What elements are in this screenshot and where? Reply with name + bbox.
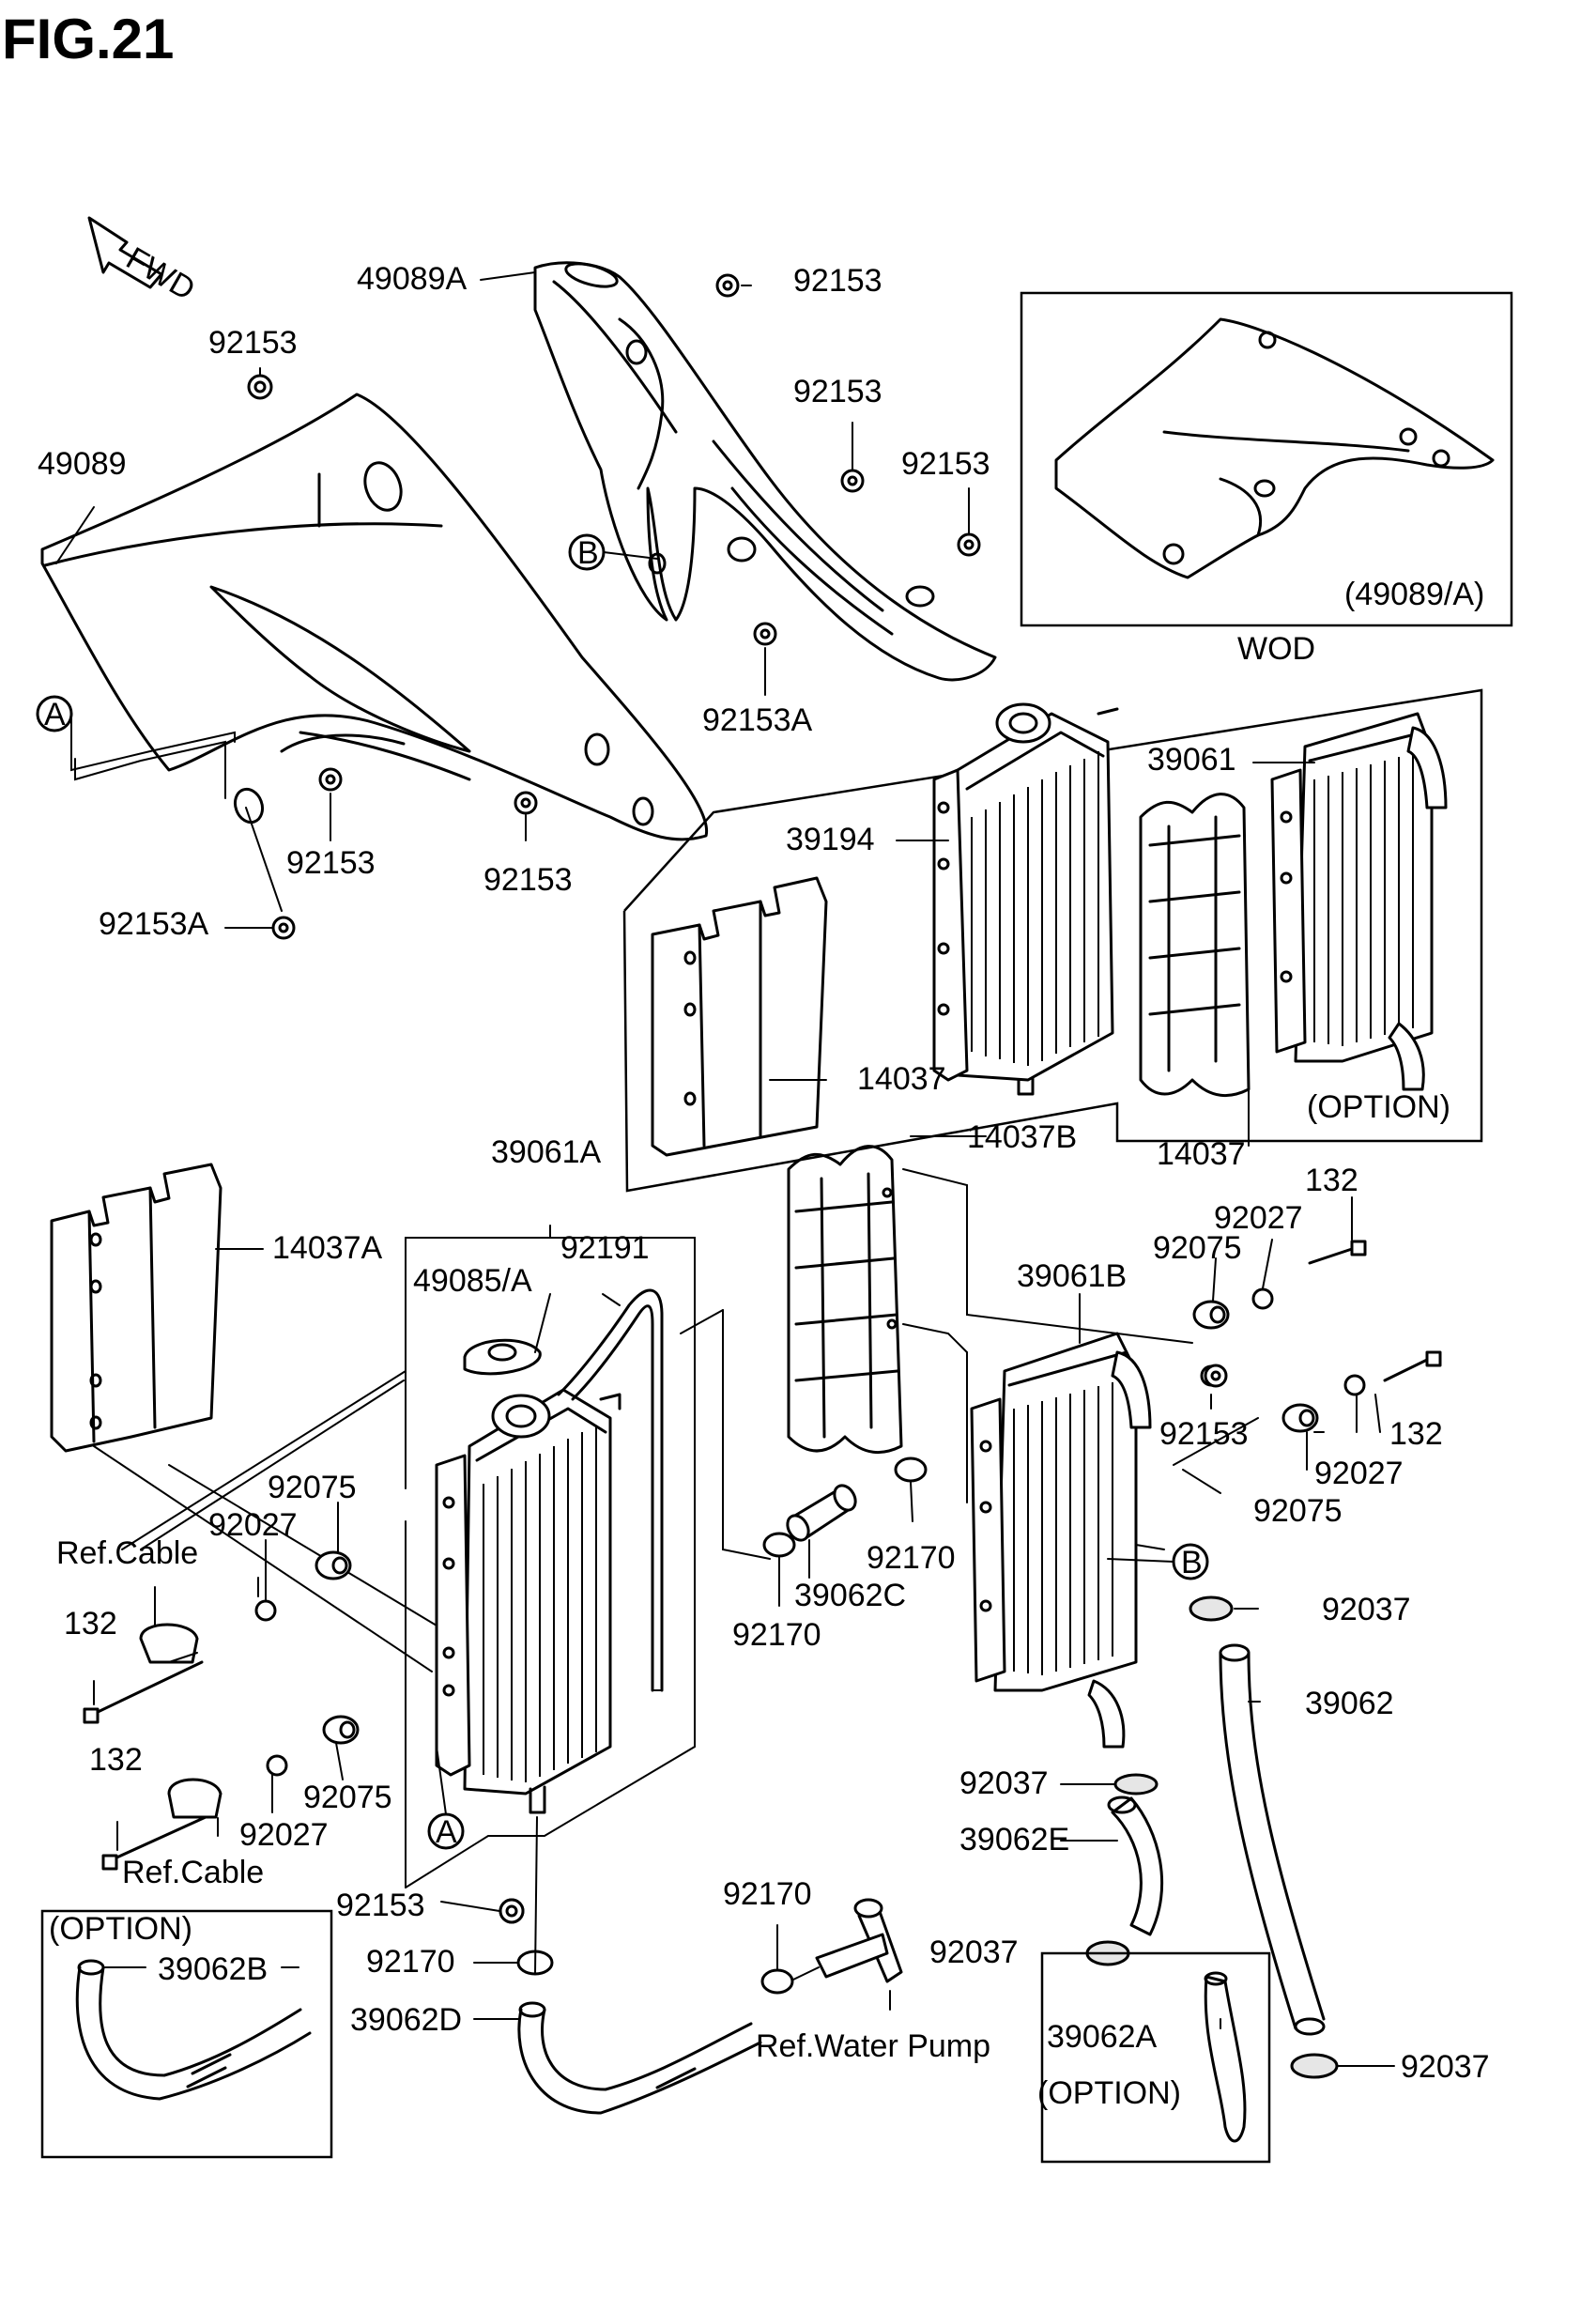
label-39061b: 39061B (1017, 1258, 1127, 1294)
option-box-39062a (1040, 1951, 1271, 2164)
callout-b-top-letter: B (577, 535, 599, 571)
radiator-39061 (1270, 712, 1448, 1091)
label-92153-r1: 92153 (1159, 1416, 1249, 1452)
label-39062c: 39062C (794, 1578, 906, 1613)
label-92027-c: 92027 (1314, 1456, 1404, 1491)
radiator-guard-14037b (787, 1145, 903, 1455)
label-39062d: 39062D (350, 2002, 462, 2038)
callout-a-top-letter: A (44, 697, 66, 732)
label-92170-a: 92170 (867, 1540, 956, 1576)
label-49085a: 49085/A (413, 1263, 532, 1299)
callout-a-bottom: A (427, 1812, 465, 1850)
label-39061: 39061 (1147, 742, 1236, 778)
callout-b-right-letter: B (1181, 1545, 1203, 1580)
radiator-guard-14037-right (1139, 793, 1251, 1098)
box-39061a-lines (93, 1225, 696, 1888)
label-39062e: 39062E (959, 1822, 1069, 1857)
label-14037b: 14037B (967, 1119, 1077, 1155)
cable-clamp-icon (139, 1623, 223, 1819)
overflow-hose-92191 (557, 1288, 664, 1692)
label-92170-d: 92170 (366, 1944, 455, 1980)
label-refwaterpump: Ref.Water Pump (756, 2028, 990, 2064)
label-92153-t1: 92153 (793, 263, 882, 299)
radiator-guard-14037a (50, 1163, 223, 1453)
label-14037-b: 14037 (1157, 1136, 1246, 1172)
shroud-49089a (533, 261, 997, 682)
water-pump-fitting (815, 1898, 903, 1983)
label-49089: 49089 (38, 446, 127, 482)
box-39061b-lines (680, 1168, 1259, 1560)
label-92153-t3: 92153 (793, 374, 882, 409)
label-92153-m2: 92153 (483, 862, 573, 898)
bolt-132-icon (83, 1240, 1442, 1871)
label-92153-t2: 92153 (208, 325, 298, 361)
label-92153a-1: 92153A (99, 906, 209, 942)
part-labels: 49089A 92153 92153 92153 92153 49089 921… (38, 261, 1490, 2111)
hose-39062 (1219, 1643, 1326, 2036)
wod-box-ref: (49089/A) (1344, 577, 1484, 612)
label-refcable-1: Ref.Cable (56, 1535, 198, 1571)
label-39062: 39062 (1305, 1686, 1394, 1721)
wod-inset: (49089/A) (1020, 291, 1513, 627)
label-option-3: (OPTION) (1037, 2075, 1181, 2111)
figure-title: FIG.21 (2, 8, 174, 70)
hose-39062d (517, 2001, 762, 2115)
leader-lines-top (55, 271, 970, 929)
label-132-b: 132 (64, 1606, 117, 1642)
label-option-2: (OPTION) (49, 1911, 192, 1947)
bolt-icon-bottom (499, 1364, 1228, 1924)
label-92170-c: 92170 (723, 1876, 812, 1912)
label-92170-b: 92170 (732, 1617, 821, 1653)
label-14037-a: 14037 (857, 1061, 946, 1097)
option-radiator-box (622, 688, 1483, 1193)
leader-lines (93, 762, 1395, 2067)
label-92027-b: 92027 (208, 1507, 298, 1543)
label-92075-c: 92075 (1253, 1493, 1343, 1529)
radiator-39194 (932, 702, 1119, 1096)
label-92037-c: 92037 (929, 1934, 1019, 1970)
label-92075-a: 92075 (1153, 1230, 1242, 1266)
label-92153-t4: 92153 (901, 446, 990, 482)
shroud-49089 (40, 393, 709, 841)
callout-b-right: B (1172, 1543, 1209, 1580)
radiator-guard-14037-left (651, 876, 828, 1157)
radiator-39061b (970, 1332, 1152, 1749)
fwd-arrow-icon: FWD (87, 216, 201, 308)
callout-leaders (70, 551, 1174, 1815)
fwd-label: FWD (120, 240, 201, 308)
label-92153-b1: 92153 (336, 1888, 425, 1923)
label-92153-m1: 92153 (286, 845, 376, 881)
callout-a-top: A (36, 695, 73, 732)
label-132-a: 132 (1305, 1163, 1358, 1198)
label-option-1: (OPTION) (1307, 1089, 1450, 1125)
label-92027-d: 92027 (239, 1817, 329, 1853)
hose-39062e (1107, 1796, 1164, 1936)
wod-label: WOD (1237, 631, 1315, 667)
label-92037-a: 92037 (1322, 1592, 1411, 1627)
callout-b-top: B (568, 533, 606, 571)
label-92037-b: 92037 (959, 1765, 1049, 1801)
label-92075-b: 92075 (268, 1470, 357, 1505)
callout-a-bottom-letter: A (436, 1814, 457, 1850)
label-refcable-2: Ref.Cable (122, 1855, 264, 1890)
label-132-d: 132 (89, 1742, 143, 1778)
option-box-39062b (40, 1909, 333, 2159)
bolt-icon (247, 273, 981, 940)
label-14037a: 14037A (272, 1230, 383, 1266)
label-92027-a: 92027 (1214, 1200, 1303, 1236)
label-92153a-2: 92153A (702, 702, 813, 738)
label-39061a: 39061A (491, 1134, 602, 1170)
label-132-c: 132 (1389, 1416, 1443, 1452)
label-39194: 39194 (786, 822, 875, 857)
label-92075-d: 92075 (303, 1780, 392, 1815)
radiator-cap-icon (463, 1338, 542, 1376)
hose-39062c (786, 1484, 857, 1542)
label-49089a: 49089A (357, 261, 468, 297)
label-92037-d: 92037 (1401, 2049, 1490, 2085)
label-39062a: 39062A (1047, 2019, 1158, 2055)
label-39062b: 39062B (158, 1951, 268, 1987)
radiator-39061a (435, 1388, 622, 1814)
label-92191: 92191 (560, 1230, 650, 1266)
